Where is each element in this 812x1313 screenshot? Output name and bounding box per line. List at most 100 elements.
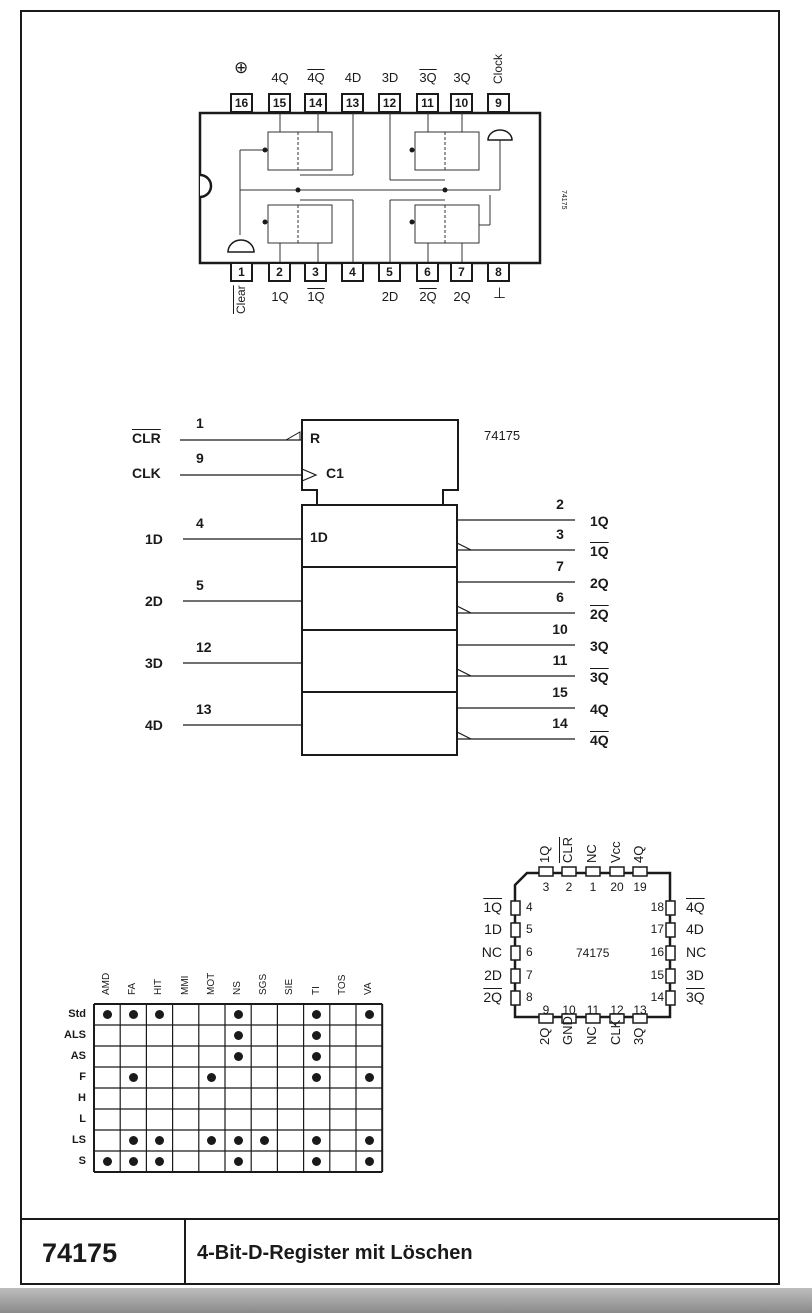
plcc-pin-label-6: NC [481,944,502,960]
availability-dot [233,1010,243,1019]
plcc-pin-label-7: 2D [484,967,502,983]
plcc-pad-4 [510,900,521,916]
availability-dot [312,1052,322,1061]
plcc-pad-19 [632,866,648,877]
plcc-pin-num-2: 2 [565,880,573,894]
availability-dot [128,1136,138,1145]
input-pin-5: 5 [196,577,204,593]
clk-edge-triangle [301,468,318,482]
dip-pin-14: 14 [304,93,327,113]
footer-divider [184,1220,186,1284]
plcc-pin-num-4: 4 [526,900,533,914]
ground-symbol-icon: ⊥ [493,285,507,302]
output-name-4q: 4Q [590,701,609,717]
footer-bar: 74175 4-Bit-D-Register mit Löschen [22,1218,778,1284]
manufacturer-tos: TOS [336,974,348,995]
plcc-pad-17 [665,922,676,938]
output-name-2q-inverted: 2Q [590,606,609,622]
output-pin-6: 6 [556,589,564,605]
plcc-pin-label-17: 4D [686,921,704,937]
page-frame [20,10,780,1285]
input-name-2d: 2D [145,593,163,609]
footer-part-number: 74175 [42,1238,118,1268]
plcc-pin-num-6: 6 [526,945,533,959]
availability-dot [233,1157,243,1166]
availability-grid [93,1003,384,1173]
plcc-pin-num-20: 20 [610,880,624,894]
control-pin-9: 9 [196,450,204,466]
manufacturer-mot: MOT [205,972,217,995]
dip-pin-label-10: 3Q [453,70,471,85]
plcc-pad-3 [538,866,554,877]
manufacturer-ns: NS [232,981,243,995]
plcc-pin-num-5: 5 [526,922,533,936]
plcc-pad-2 [561,866,577,877]
plcc-pad-16 [665,945,676,961]
availability-dot [312,1010,322,1019]
output-name-1q-inverted: 1Q [590,543,609,559]
dip-pin-13: 13 [341,93,364,113]
plcc-part-number: 74175 [576,946,610,960]
availability-dot [312,1136,322,1145]
dip-pin-label-3: 1Q [307,289,325,304]
output-pin-11: 11 [552,652,568,668]
plcc-pin-num-1: 1 [589,880,597,894]
plcc-pin-num-19: 19 [633,880,647,894]
dip-pin-label-15: 4Q [271,70,289,85]
input-pin-13: 13 [196,701,212,717]
dip-side-label: 74175 [560,190,567,210]
dip-pin-4: 4 [341,262,364,282]
manufacturer-amd: AMD [101,972,112,995]
plcc-pin-num-7: 7 [526,968,533,982]
plcc-pin-label-5: 1D [484,921,502,937]
output-pin-7: 7 [556,558,564,574]
plcc-pad-15 [665,968,676,984]
plcc-pin-num-8: 8 [526,990,533,1004]
availability-dot [207,1136,217,1145]
dip-junction-dots [262,147,448,225]
dip-pin-8: 8 [487,262,510,282]
dip-pin-label-6: 2Q [419,289,437,304]
data-box-label: 1D [310,529,328,545]
plcc-pin-num-17: 17 [650,922,664,936]
plcc-pin-num-12: 12 [610,1003,624,1017]
output-name-3q-inverted: 3Q [590,669,609,685]
clr-inverter-triangle [284,431,301,441]
output-pin-14: 14 [552,715,568,731]
availability-dot [364,1157,374,1166]
manufacturer-hit: HIT [153,978,165,995]
plcc-pad-9 [538,1013,554,1024]
plcc-pin-num-3: 3 [542,880,550,894]
availability-dot [128,1010,138,1019]
power-symbol-icon: ⊕ [234,58,249,77]
availability-dot [233,1052,243,1061]
plcc-pin-label-15: 3D [686,967,704,983]
plcc-pin-num-13: 13 [633,1003,647,1017]
logic-family-f: F [79,1071,86,1083]
dip-pin-7: 7 [450,262,473,282]
clock-buffer-gate [487,129,513,141]
dip-flipflop-3 [414,131,480,171]
output-pin-3: 3 [556,526,564,542]
plcc-pad-14 [665,990,676,1006]
dip-pin-label-14: 4Q [307,70,325,85]
output-name-3q: 3Q [590,638,609,654]
manufacturer-sgs: SGS [258,973,270,995]
footer-title: 4-Bit-D-Register mit Löschen [197,1242,473,1264]
dip-notch [199,173,213,199]
dip-flipflop-2 [414,204,480,244]
clear-buffer-gate [227,239,255,253]
input-name-3d: 3D [145,655,163,671]
plcc-pin-num-10: 10 [562,1003,576,1017]
availability-dot [233,1031,243,1040]
plcc-pad-13 [632,1013,648,1024]
logic-symbol-svg [180,419,575,756]
availability-dot [233,1136,243,1145]
dip-pin-label-12: 3D [381,70,399,85]
manufacturer-sie: SIE [284,978,296,995]
logic-family-als: ALS [64,1029,86,1041]
manufacturer-mmi: MMI [179,975,191,995]
plcc-pin-label-16: NC [686,944,707,960]
